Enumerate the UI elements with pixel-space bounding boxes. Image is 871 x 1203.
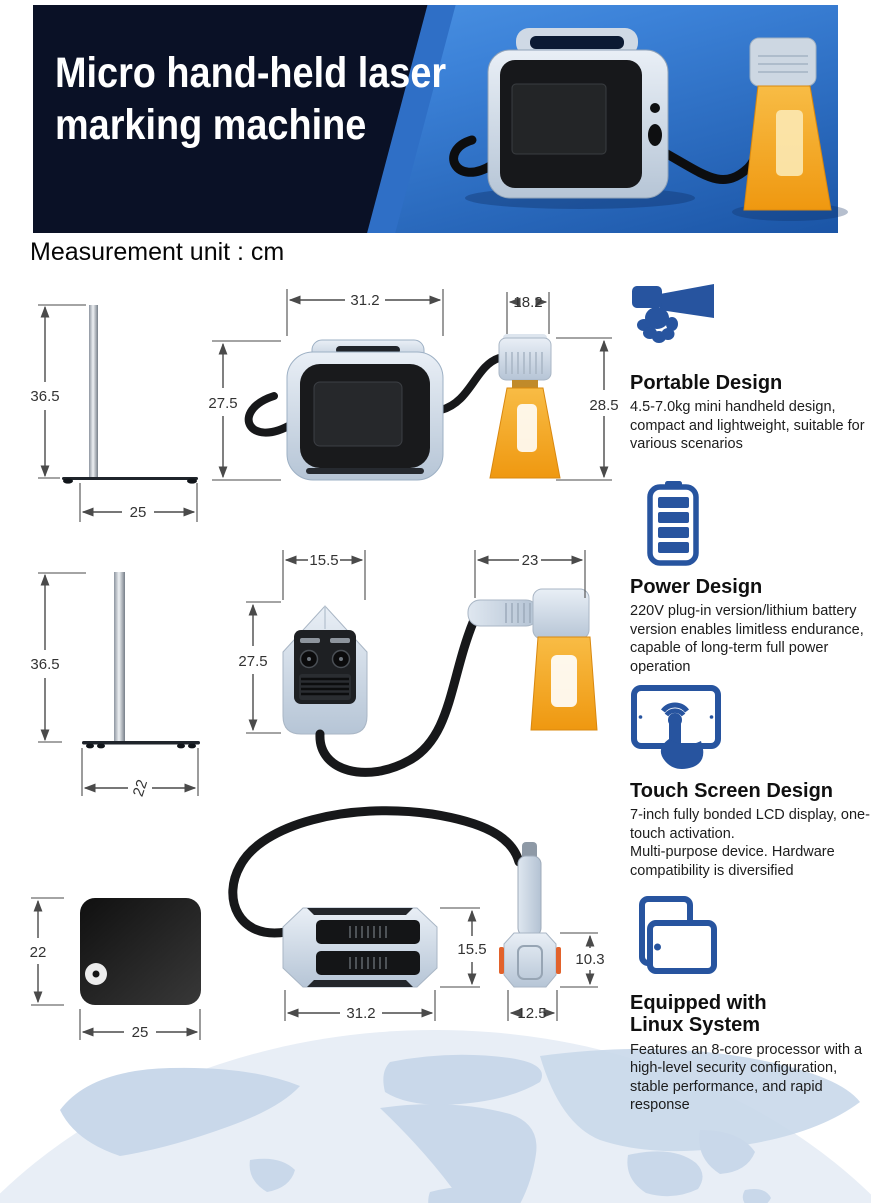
dim-row2-stand-base: 22: [81, 748, 199, 799]
row2-cable: [315, 615, 479, 777]
dim-row3-machine-depth: 15.5: [440, 907, 487, 988]
dim-label: 22: [30, 944, 47, 961]
dim-row2-machine-width: 15.5: [282, 550, 366, 600]
row3-cable: [228, 806, 524, 938]
row1-stand-front-view: [62, 305, 198, 484]
feature-body: 4.5-7.0kg mini handheld design, compact …: [630, 399, 865, 453]
dim-label: 15.5: [309, 552, 338, 569]
cable-photo-right: [655, 91, 767, 184]
feature-title: Equipped with Linux System: [630, 992, 767, 1037]
handheld-gun-photo: [743, 37, 832, 211]
feature-body: Features an 8-core processor with a high…: [630, 1041, 863, 1113]
feature-body: 220V plug-in version/lithium battery ver…: [630, 603, 864, 675]
row1-cable-left: [244, 392, 296, 437]
dim-label: 36.5: [30, 388, 59, 405]
dim-row1-stand-height: 36.5: [30, 304, 86, 479]
cable-photo-left: [449, 135, 497, 177]
feature-linux-system: Equipped with Linux System Features an 8…: [630, 896, 870, 1114]
dim-label: 15.5: [457, 941, 486, 958]
dim-row3-gun-depth: 10.3: [560, 932, 605, 988]
dim-row1-gun-width: 18.2: [506, 292, 550, 334]
dim-label: 28.5: [589, 397, 618, 414]
feature-title: Power Design: [630, 576, 763, 598]
battery-icon: [630, 480, 870, 568]
row2-machine-back-view: [282, 605, 368, 735]
dim-row1-machine-height: 27.5: [208, 340, 281, 481]
row3-marking-plate: [80, 898, 201, 1005]
dim-label: 27.5: [208, 395, 237, 412]
dim-row1-gun-height: 28.5: [556, 337, 619, 481]
feature-title: Portable Design: [630, 372, 783, 394]
dim-row2-gun-length: 23: [474, 550, 586, 598]
dim-label: 12.5: [517, 1005, 546, 1022]
feature-power-design: Power Design 220V plug-in version/lithiu…: [630, 480, 870, 676]
dim-label: 22: [130, 778, 151, 799]
dim-row3-plate-height: 22: [30, 897, 64, 1006]
dim-label: 31.2: [350, 292, 379, 309]
header-product-photo: [449, 28, 848, 221]
page-title: Micro hand-held laser marking machine: [55, 49, 447, 150]
dim-row3-plate-width: 25: [79, 1009, 201, 1041]
feature-portable-design: Portable Design 4.5-7.0kg mini handheld …: [630, 276, 870, 454]
dim-row1-machine-width: 31.2: [286, 289, 444, 336]
row2-stand-side-view: [82, 572, 200, 749]
handheld-laser-gun-icon: [630, 276, 870, 364]
row3-machine-top-view: [282, 907, 438, 988]
touch-screen-icon: [630, 684, 870, 772]
dim-row3-machine-width: 31.2: [284, 990, 436, 1022]
row1-machine-front-view: [286, 339, 444, 481]
dim-label: 27.5: [238, 653, 267, 670]
dim-row2-machine-height: 27.5: [238, 601, 281, 734]
machine-photo: [487, 28, 669, 199]
dim-row2-stand-height: 36.5: [30, 572, 86, 743]
row2-gun-side-view: [467, 588, 598, 731]
linux-tablets-icon: [630, 896, 870, 984]
feature-body: 7-inch fully bonded LCD display, one-tou…: [630, 807, 870, 879]
row3-gun-top-view: [499, 842, 561, 988]
dim-label: 10.3: [575, 951, 604, 968]
dim-label: 18.2: [513, 294, 542, 311]
row1-cable-right: [437, 354, 503, 414]
dim-label: 36.5: [30, 656, 59, 673]
dim-label: 25: [130, 504, 147, 521]
dim-label: 25: [132, 1024, 149, 1041]
dim-label: 31.2: [346, 1005, 375, 1022]
world-map-watermark: [0, 1030, 871, 1203]
dim-label: 23: [522, 552, 539, 569]
measurement-unit-note: Measurement unit : cm: [30, 238, 285, 266]
dim-row3-gun-width: 12.5: [507, 990, 558, 1022]
row1-gun-front-view: [489, 334, 561, 479]
feature-touch-screen: Touch Screen Design 7-inch fully bonded …: [630, 684, 870, 880]
feature-title: Touch Screen Design: [630, 780, 834, 802]
dim-row1-stand-base: 25: [79, 483, 198, 522]
